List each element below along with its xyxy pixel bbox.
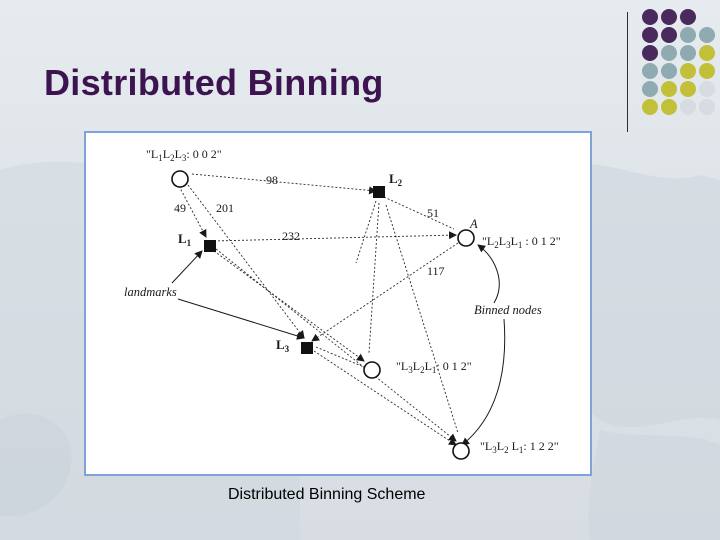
decor-dot [680,45,696,61]
node-bottom-circle [452,442,470,460]
landmarks-annotation: landmarks [124,285,177,299]
landmark-l1-square [204,240,216,252]
landmark-l3-square [301,342,313,354]
distance-label: 49 [174,201,186,215]
figure-caption: Distributed Binning Scheme [228,486,426,503]
line-l2-to-bottom [385,204,459,434]
node-a-letter: A [469,217,478,231]
line-top-to-l1 [178,185,207,238]
landmark-l2-label: L2 [389,171,403,188]
decor-dot [699,81,715,97]
node-a-circle [457,229,475,247]
distance-label: 98 [266,173,278,187]
line-l1-to-mid [213,250,365,362]
line-l2-to-mid-b [355,200,377,264]
distance-label: 51 [427,206,439,220]
decor-dot [680,9,696,25]
decor-dot [661,81,677,97]
decor-dot [661,9,677,25]
decorative-dot-grid [640,9,720,115]
decor-dot [661,27,677,43]
line-l3-to-mid [315,346,365,368]
node-bottom-label: "L3L2 L1: 1 2 2" [480,439,559,455]
decor-dot [680,63,696,79]
node-mid-circle [363,361,381,379]
landmark-l2-square [373,186,385,198]
decor-dot [661,99,677,115]
line-top-to-l3 [187,184,305,339]
decor-dot [642,45,658,61]
arrow-landmarks-to-l3 [177,298,305,340]
decor-dot [642,81,658,97]
node-a-label: "L2L3L1 : 0 1 2" [482,234,561,250]
line-l2-to-a [383,196,455,230]
decorative-divider [627,12,628,132]
line-l2-to-mid [368,202,380,354]
slide-title: Distributed Binning [44,62,384,103]
distance-label: 232 [282,229,300,243]
decor-dot [699,63,715,79]
distance-label: 117 [427,264,445,278]
decor-dot [642,63,658,79]
decor-dot [699,45,715,61]
node-top-label: "L1L2L3: 0 0 2" [146,147,222,163]
decor-dot [642,27,658,43]
line-top-to-l2 [191,173,377,195]
decor-dot [680,81,696,97]
decor-dot [642,9,658,25]
decor-dot [680,27,696,43]
measurement-lines [178,173,459,446]
line-a-to-l3 [311,242,459,342]
arrow-binned-to-a [477,244,500,304]
decor-dot [699,99,715,115]
decor-dot [699,27,715,43]
binning-diagram: "L1L2L3: 0 0 2" "L2L3L1 : 0 1 2" "L3L2L1… [124,147,561,460]
binned-nodes-annotation: Binned nodes [474,303,542,317]
arrow-landmarks-to-l1 [171,250,203,284]
annotation-arrows [171,244,506,446]
node-top-circle [171,170,189,188]
landmark-l3-label: L3 [276,337,290,354]
node-mid-label: "L3L2L1: 0 1 2" [396,359,472,375]
arrow-binned-to-bottom [461,318,506,446]
binning-diagram-figure: "L1L2L3: 0 0 2" "L2L3L1 : 0 1 2" "L3L2L1… [84,131,592,476]
line-l1-to-bottom [215,248,457,442]
line-a-to-l1 [213,231,457,242]
line-l3-to-bottom [313,350,457,446]
decor-dot [642,99,658,115]
decor-dot [661,63,677,79]
distance-label: 201 [216,201,234,215]
decor-dot [680,99,696,115]
decor-dot [661,45,677,61]
landmark-l1-label: L1 [178,231,192,248]
